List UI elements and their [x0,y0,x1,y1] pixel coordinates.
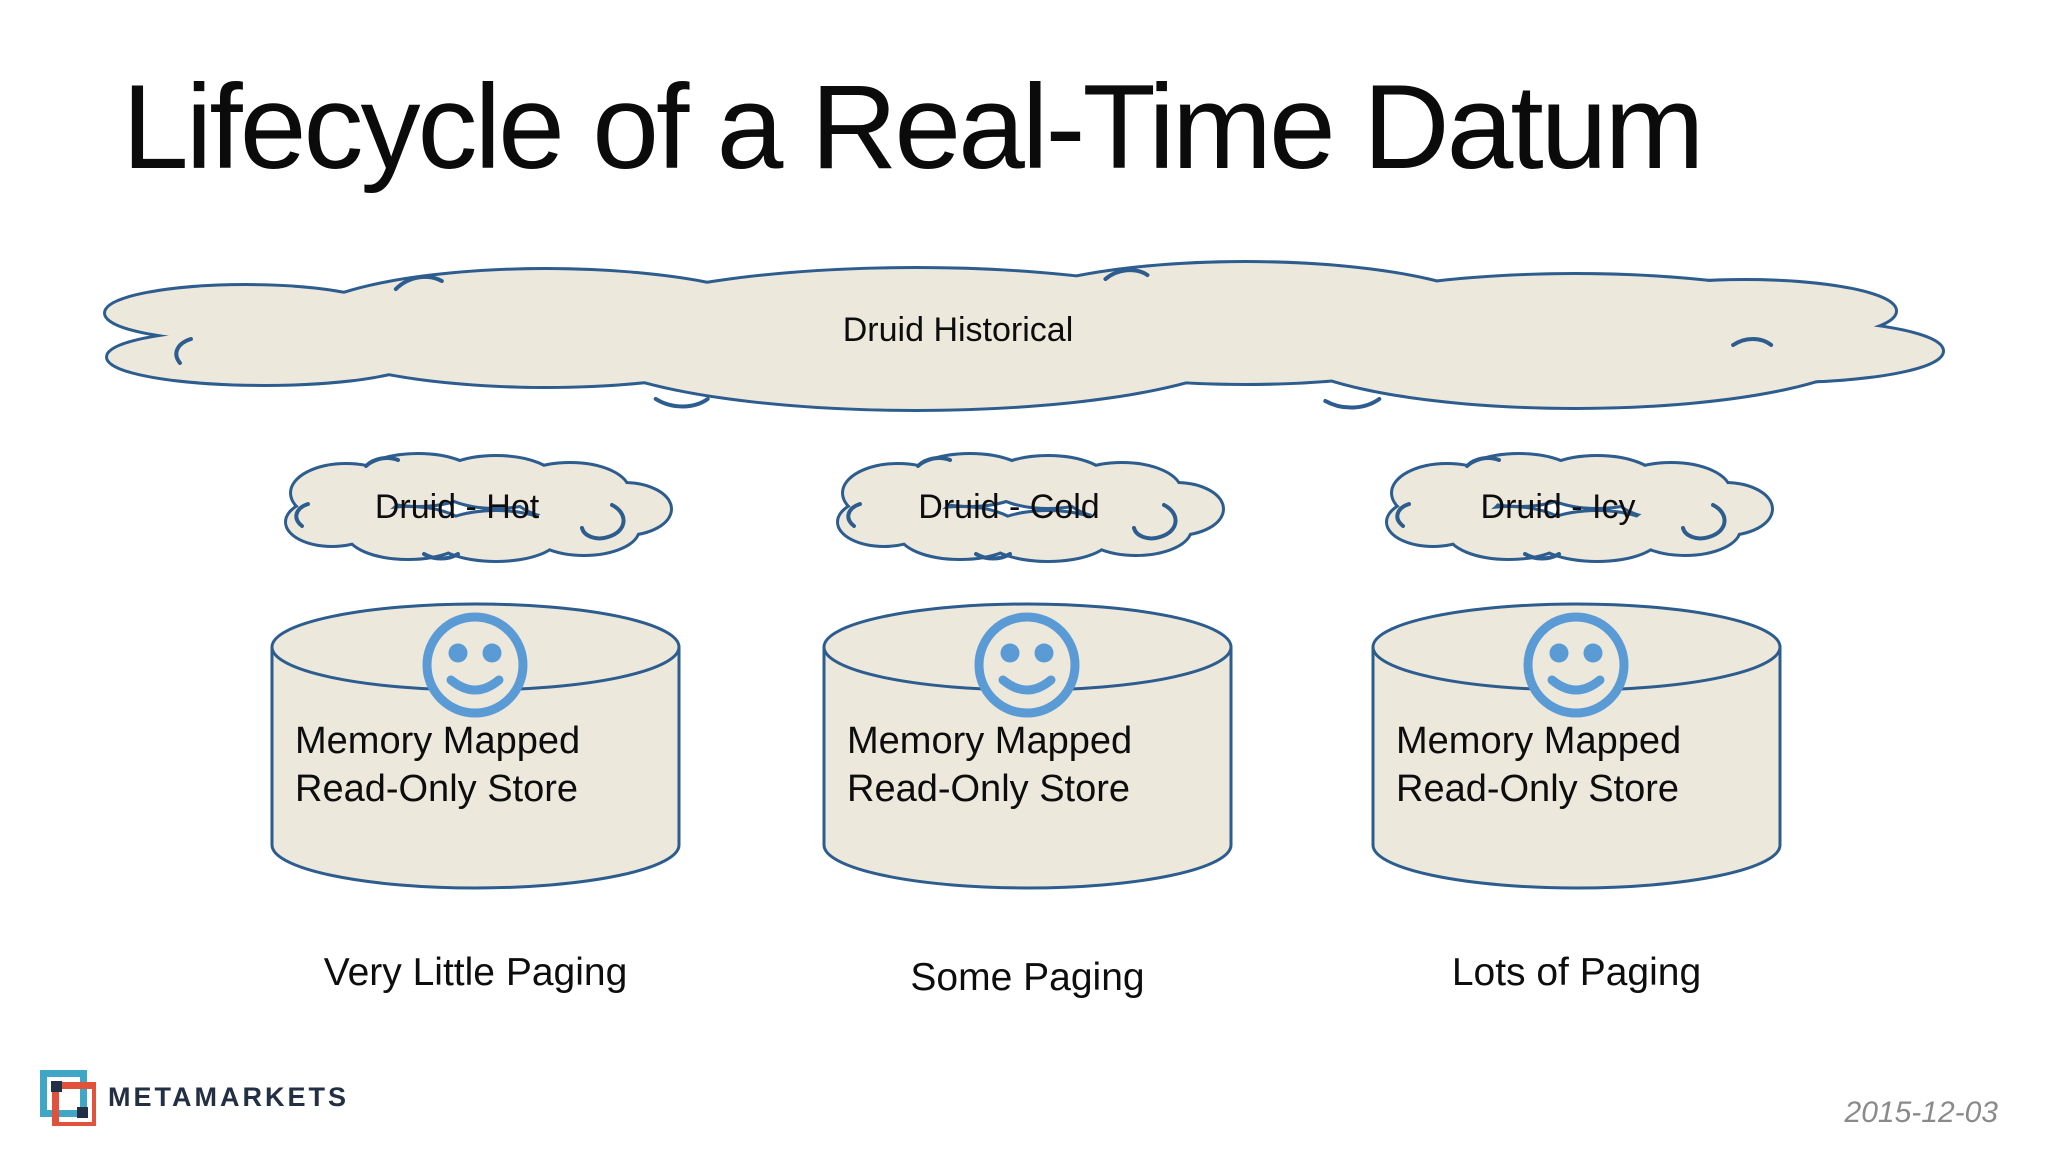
store-line2: Read-Only Store [1396,768,1680,810]
store-label: Memory Mapped Read-Only Store [295,717,675,813]
paging-caption: Very Little Paging [323,951,628,994]
tier-hot-column: Druid - Hot Memory Mapped Read-Only Stor… [268,0,683,1010]
tier-icy-column: Druid - Icy Memory Mapped Read-Only Stor… [1369,0,1784,1010]
druid-cold-cloud-shape [836,452,1225,563]
database-cylinder [1371,602,1782,890]
smiley-face-icon [974,612,1080,718]
paging-caption: Lots of Paging [1451,951,1702,994]
tier-cloud-label: Druid - Cold [918,488,1100,526]
store-label: Memory Mapped Read-Only Store [1396,717,1776,813]
smiley-face-icon [422,612,528,718]
store-line1: Memory Mapped [295,720,581,762]
page-title: Lifecycle of a Real-Time Datum [122,60,1704,194]
slide-date: 2015-12-03 [1844,1096,1998,1129]
store-line1: Memory Mapped [1396,720,1682,762]
tier-cloud-label: Druid - Icy [1480,488,1636,526]
store-line2: Read-Only Store [295,768,579,810]
paging-caption: Some Paging [910,956,1145,999]
tier-cloud-label: Druid - Hot [374,488,540,526]
druid-icy-cloud-shape [1385,452,1774,563]
database-cylinder [822,602,1233,890]
druid-historical-cloud-shape [102,260,1946,412]
historical-cloud-label: Druid Historical [842,311,1074,349]
brand-name: METAMARKETS [108,1082,349,1112]
store-line1: Memory Mapped [847,720,1133,762]
store-label: Memory Mapped Read-Only Store [847,717,1227,813]
store-line2: Read-Only Store [847,768,1131,810]
smiley-face-icon [1523,612,1629,718]
druid-hot-cloud-shape [284,452,673,563]
database-cylinder [270,602,681,890]
metamarkets-logo-icon [40,1070,96,1126]
tier-cold-column: Druid - Cold Memory Mapped Read-Only Sto… [820,0,1235,1010]
